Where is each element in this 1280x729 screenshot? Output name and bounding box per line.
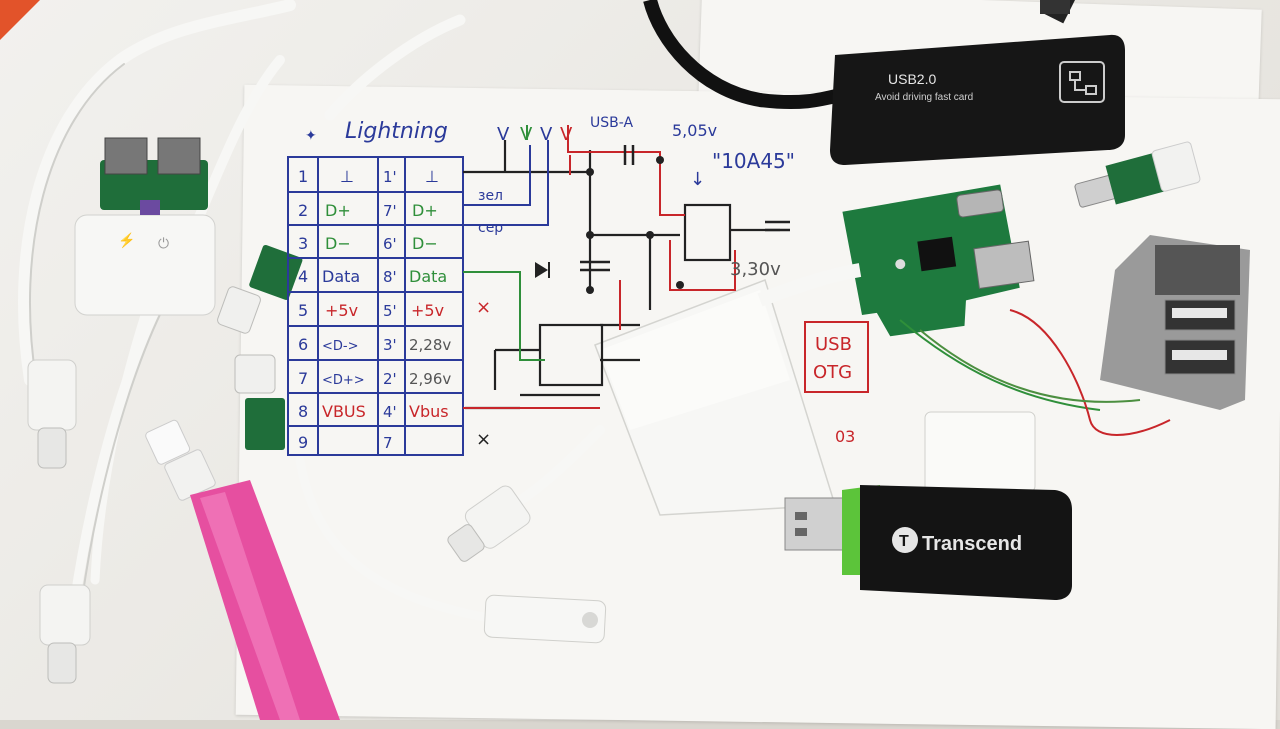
usb-hub-pcb	[842, 184, 1035, 337]
otg-line2: OTG	[813, 362, 852, 383]
small-pcb-modules	[145, 244, 303, 501]
pin-num: 6	[298, 335, 308, 354]
pin-signal: ⊥	[340, 167, 354, 186]
svg-text:V: V	[540, 124, 553, 145]
pin-signal: 2,96v	[409, 370, 451, 388]
usb-a-pins: V V V V	[497, 124, 573, 145]
usb-port-block	[1100, 235, 1250, 410]
wire-label-grey: сер	[478, 220, 503, 236]
pin-num: 9	[298, 433, 308, 452]
pin-num: 2	[298, 201, 308, 220]
chip-marking: "10A45"	[712, 149, 795, 173]
pin-num: 8	[298, 402, 308, 421]
svg-text:×: ×	[476, 429, 491, 450]
pin-num: 4'	[383, 403, 397, 421]
svg-text:↓: ↓	[690, 169, 705, 190]
micro-usb-pcb	[1074, 141, 1201, 208]
pin-num: 8'	[383, 268, 397, 286]
pin-num: 3	[298, 234, 308, 253]
pin-signal: Vbus	[409, 402, 449, 421]
svg-text:V: V	[560, 124, 573, 145]
junction-dots	[586, 156, 684, 294]
pin-num: 1	[298, 167, 308, 186]
pin-num: 1'	[383, 168, 397, 186]
pin-signal: D−	[325, 234, 351, 253]
svg-text:×: ×	[476, 297, 491, 318]
left-pin-numbers: 1 2 3 4 5 6 7 8 9	[298, 167, 308, 452]
pin-signal: <D->	[322, 339, 359, 354]
svg-text:V: V	[497, 124, 510, 145]
svg-text:⏻: ⏻	[158, 235, 169, 251]
voltage-3v3: 3,30v	[730, 259, 781, 280]
black-cable	[643, 0, 842, 110]
usb-a-label: USB-A	[590, 115, 633, 131]
usb-otg-box	[804, 321, 869, 393]
svg-text:T: T	[899, 533, 909, 550]
svg-text:⚡: ⚡	[118, 232, 135, 249]
pin-signal: D+	[325, 201, 351, 220]
pin-signal: D−	[412, 234, 438, 253]
flash-drive-brand: Transcend	[922, 533, 1022, 555]
pin-num: 2'	[383, 370, 397, 388]
schematic-red-wires	[463, 125, 736, 409]
pin-signal: +5v	[325, 301, 358, 320]
bottom-mark: 03	[835, 427, 855, 446]
otg-line1: USB	[815, 334, 852, 355]
lightning-splitter-adapter: ⚡ ⏻	[74, 137, 216, 316]
right-pin-numbers: 1' 7' 6' 8' 5' 3' 2' 4' 7	[383, 168, 397, 452]
pin-num: 4	[298, 267, 308, 286]
right-pin-signals: ⊥ D+ D− Data +5v 2,28v 2,96v Vbus	[409, 167, 451, 421]
capacitor-symbols	[580, 145, 790, 272]
pin-signal: ⊥	[425, 167, 439, 186]
white-cap	[924, 411, 1036, 493]
pin-num: 3'	[383, 336, 397, 354]
pin-signal: Data	[322, 267, 360, 286]
svg-text:✦: ✦	[305, 128, 317, 144]
pin-num: 7	[298, 369, 308, 388]
usb-camera-adapter	[594, 279, 837, 516]
pin-signal: 2,28v	[409, 336, 451, 354]
hand-drawn-schematic: ✦ Lightning 1 2 3 4 5 6 7 8 9	[287, 115, 869, 456]
schematic-green-wires	[463, 125, 545, 361]
pin-num: 5'	[383, 302, 397, 320]
pin-signal: +5v	[411, 301, 444, 320]
left-pin-signals: ⊥ D+ D− Data +5v <D-> <D+> VBUS	[322, 167, 366, 421]
lightning-plugs	[27, 286, 531, 684]
pin-signal: VBUS	[322, 402, 366, 421]
pin-signal: D+	[412, 201, 438, 220]
pin-num: 7	[383, 434, 393, 452]
voltage-5v: 5,05v	[672, 121, 717, 140]
pin-table-grid	[287, 156, 464, 456]
red-corner-object	[0, 0, 40, 40]
pin-num: 5	[298, 301, 308, 320]
pin-signal: <D+>	[322, 373, 365, 388]
adapter-label-slogan: Avoid driving fast card	[875, 92, 973, 103]
diagram-title: Lightning	[345, 119, 448, 144]
usb-ethernet-adapter: USB2.0 Avoid driving fast card	[830, 34, 1125, 165]
adapter-label-usb2: USB2.0	[888, 71, 936, 87]
transcend-flash-drive: T Transcend	[784, 485, 1072, 600]
audio-jack-adapter	[483, 594, 607, 644]
wire-label-green: зел	[478, 188, 503, 204]
pin-num: 7'	[383, 202, 397, 220]
diode-symbol	[535, 262, 548, 278]
pin-num: 6'	[383, 235, 397, 253]
pin-signal: Data	[409, 267, 447, 286]
